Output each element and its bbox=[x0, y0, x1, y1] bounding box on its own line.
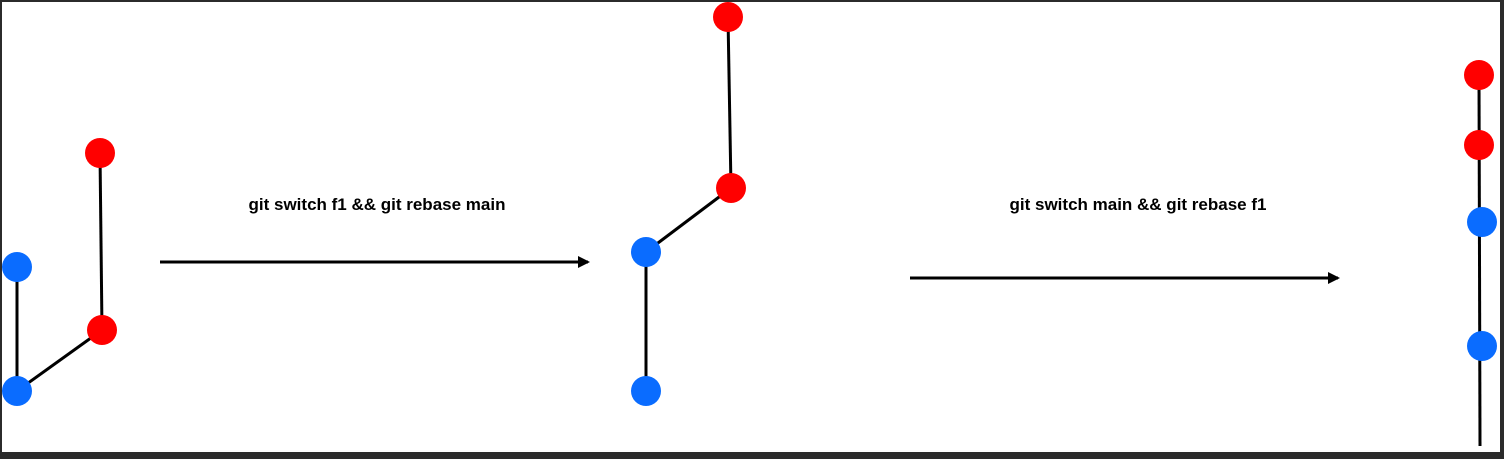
step-2-command: git switch main && git rebase f1 bbox=[1010, 195, 1267, 214]
edge bbox=[645, 186, 732, 254]
commit-node-feature bbox=[1464, 60, 1494, 90]
edge bbox=[98, 152, 104, 331]
diagram-background bbox=[2, 2, 1500, 452]
commit-node-main bbox=[2, 252, 32, 282]
step-1-command: git switch f1 && git rebase main bbox=[249, 195, 506, 214]
stage-2-graph bbox=[631, 2, 746, 406]
commit-node-main bbox=[2, 376, 32, 406]
commit-node-feature bbox=[716, 173, 746, 203]
commit-node-feature bbox=[85, 138, 115, 168]
commit-node-main bbox=[1467, 207, 1497, 237]
edge bbox=[726, 16, 733, 189]
edge bbox=[16, 328, 103, 393]
commit-node-feature bbox=[713, 2, 743, 32]
commit-node-main bbox=[1467, 331, 1497, 361]
step-2: git switch main && git rebase f1 bbox=[910, 195, 1340, 284]
step-1: git switch f1 && git rebase main bbox=[160, 195, 590, 268]
stage-1-graph bbox=[2, 138, 117, 406]
commit-node-main bbox=[631, 237, 661, 267]
stage-3-graph bbox=[1464, 60, 1497, 447]
commit-node-feature bbox=[87, 315, 117, 345]
commit-node-feature bbox=[1464, 130, 1494, 160]
commit-node-main bbox=[631, 376, 661, 406]
